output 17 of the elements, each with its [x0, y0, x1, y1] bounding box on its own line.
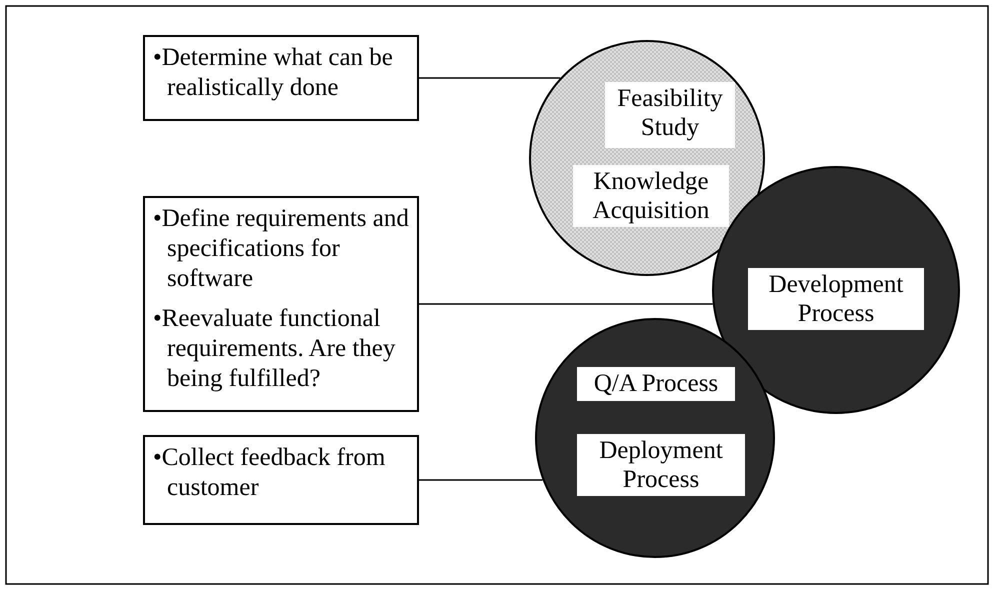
text-box	[143, 435, 419, 525]
stage-label: Q/A Process	[577, 367, 735, 401]
stage-label: Development Process	[748, 268, 924, 330]
stage-label: Deployment Process	[577, 434, 745, 496]
process-circle	[535, 318, 775, 558]
bullet-text: •Collect feedback from customer	[153, 443, 386, 503]
stage-label: Feasibility Study	[605, 82, 735, 148]
connector-line	[419, 77, 560, 79]
bullet-text: •Reevaluate functional requirements. Are they being fulfilled?	[153, 304, 396, 394]
connector-line	[419, 303, 713, 305]
bullet-text: •Define requirements and specifications for software	[153, 204, 409, 294]
process-circle	[529, 40, 765, 276]
bullet-text: •Determine what can be realistically done	[153, 43, 394, 103]
text-box	[143, 35, 419, 121]
connector-line	[419, 479, 543, 481]
text-box	[143, 196, 419, 412]
stage-label: Knowledge Acquisition	[573, 165, 729, 227]
